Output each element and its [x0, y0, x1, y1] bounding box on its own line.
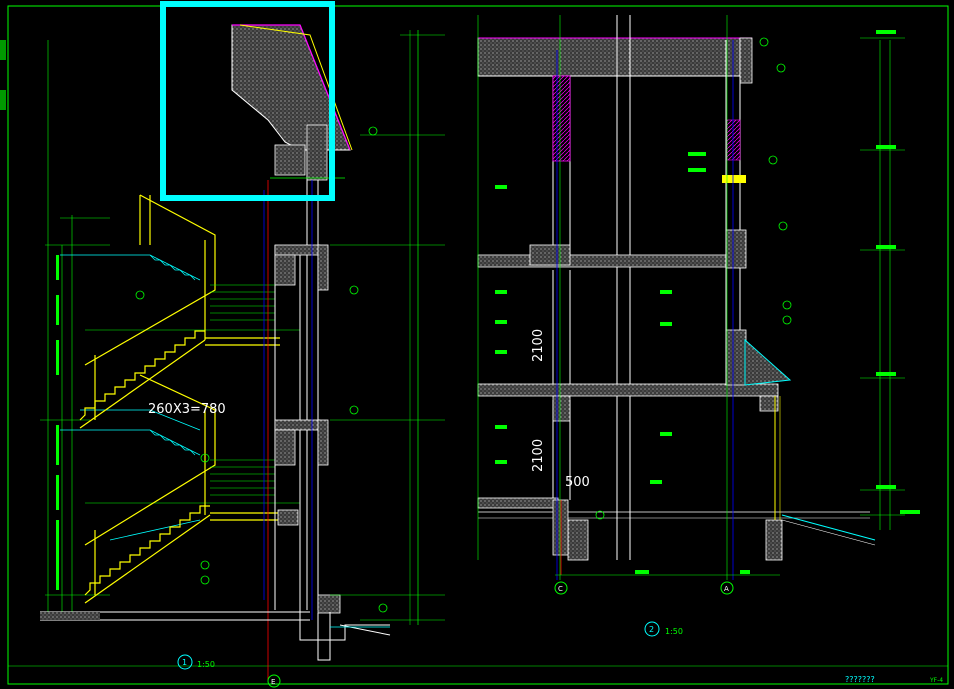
scale-label-1: 1:50 — [197, 660, 215, 669]
axis-label-c: C — [558, 585, 563, 593]
height-label-upper: 2100 — [531, 329, 546, 362]
axis-bubble-a — [720, 581, 734, 595]
height-label-stub: 500 — [565, 475, 590, 490]
sheet-frame — [7, 5, 949, 685]
axis-label-e: E — [271, 678, 275, 686]
axis-bubble-c — [554, 581, 568, 595]
left-stair-section: 260X3=780 1 1:50 E — [40, 1, 445, 688]
stair-run-label: 260X3=780 — [148, 402, 226, 417]
scale-label-2: 1:50 — [665, 627, 683, 636]
view-circle-1 — [177, 654, 193, 670]
axis-bubble-e — [267, 674, 281, 688]
right-building-section: 2100 2100 500 C A 2 1:50 — [477, 15, 920, 637]
axis-label-a: A — [724, 585, 729, 593]
highlight-box — [160, 1, 335, 201]
view-number-2: 2 — [649, 625, 654, 634]
side-tab — [0, 90, 6, 110]
view-circle-2 — [644, 621, 660, 637]
sheet-number: YF-4 — [929, 677, 943, 684]
view-number-1: 1 — [182, 658, 187, 667]
height-label-lower: 2100 — [531, 439, 546, 472]
drawing-title: ??????? — [845, 675, 875, 684]
side-tab — [0, 40, 6, 60]
